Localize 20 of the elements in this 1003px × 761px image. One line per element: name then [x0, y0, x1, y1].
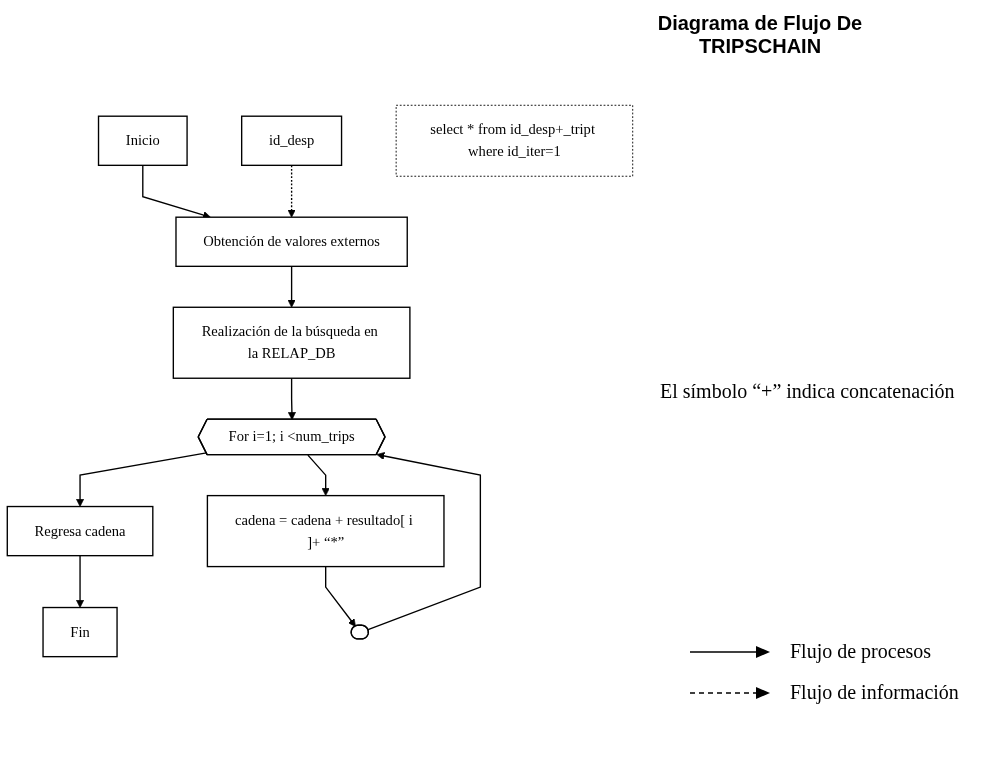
- node-box: Fin: [42, 606, 118, 657]
- arrow: [287, 377, 296, 420]
- arrow: [76, 554, 85, 608]
- node-box: cadena = cadena + resultado[ i ]+ “*”: [206, 494, 445, 567]
- node-box: Regresa cadena: [6, 505, 154, 556]
- title: Diagrama de Flujo De TRIPSCHAIN: [656, 12, 864, 58]
- node-box: Inicio: [97, 115, 188, 166]
- arrow: [367, 451, 482, 630]
- arrow: [325, 565, 356, 627]
- arrow: [76, 451, 208, 507]
- node-box: Obtención de valores externos: [175, 216, 408, 267]
- node-box: select * from id_desp+_tript where id_iter=1: [395, 104, 634, 177]
- node-box: id_desp: [241, 115, 343, 166]
- node-box: Realización de la búsqueda en la RELAP_DB: [172, 306, 411, 379]
- legend-text: Flujo de información: [790, 681, 959, 704]
- legend-text: Flujo de procesos: [790, 640, 932, 663]
- arrow: [307, 453, 330, 496]
- arrow: [287, 164, 296, 218]
- note-text: El símbolo “+” indica concatenación: [660, 380, 955, 403]
- arrow: [287, 265, 296, 308]
